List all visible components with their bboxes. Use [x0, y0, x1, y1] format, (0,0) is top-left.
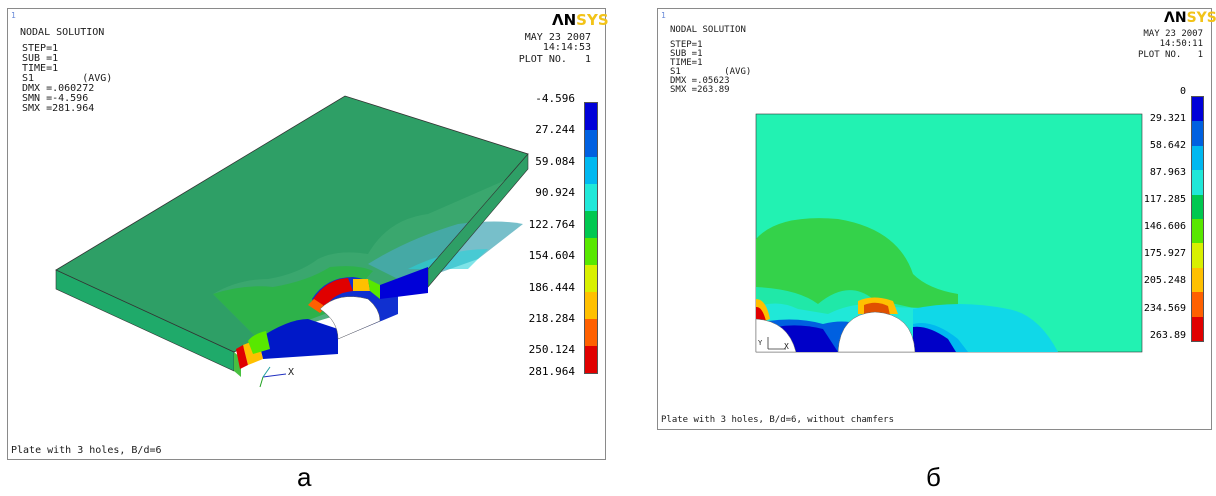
legend-color-segment — [585, 184, 597, 211]
legend-color-segment — [585, 211, 597, 238]
panel-a-axis-x: X — [288, 367, 295, 378]
legend-value: 234.569 — [1143, 303, 1186, 314]
caption-a: а — [297, 462, 312, 492]
legend-color-segment — [1192, 243, 1203, 268]
legend-value: 175.927 — [1143, 248, 1186, 259]
panel-a-index: 1 — [11, 11, 16, 20]
panel-a-param: SMX =281.964 — [22, 103, 95, 114]
panel-a-contour-plot — [55, 95, 529, 388]
ansys-logo: ΛNSYS — [552, 11, 609, 29]
panel-a-param: SMN =-4.596 — [22, 93, 89, 104]
legend-color-segment — [585, 292, 597, 319]
legend-color-segment — [585, 130, 597, 157]
legend-value: 59.084 — [535, 155, 575, 168]
legend-color-segment — [1192, 316, 1203, 341]
legend-value: 205.248 — [1143, 275, 1186, 286]
legend-value: 186.444 — [528, 281, 575, 294]
legend-color-segment — [1192, 218, 1203, 244]
legend-value: 0 — [1179, 86, 1186, 97]
panel-a-footer: Plate with 3 holes, B/d=6 — [11, 445, 162, 456]
legend-value: 281.964 — [528, 365, 575, 378]
legend-colorbar — [1191, 96, 1204, 342]
panel-b-index: 1 — [661, 11, 666, 20]
legend-value: 146.606 — [1143, 221, 1186, 232]
legend-color-segment — [585, 157, 597, 184]
panel-a-param: DMX =.060272 — [22, 83, 95, 94]
panel-a-param: TIME=1 — [22, 63, 59, 74]
legend-value: 90.924 — [535, 186, 575, 199]
panel-b-plot-no: PLOT NO. 1 — [1137, 50, 1203, 60]
panel-a-date: MAY 23 2007 — [524, 32, 591, 43]
legend-value: 117.285 — [1143, 194, 1186, 205]
legend-color-segment — [1192, 170, 1203, 195]
legend-colorbar — [584, 102, 598, 374]
legend-value: 58.642 — [1149, 140, 1186, 151]
panel-b: 1 NODAL SOLUTION STEP=1 SUB =1 TIME=1 S1… — [657, 8, 1216, 430]
legend-value: 29.321 — [1149, 113, 1186, 124]
legend-color-segment — [1192, 145, 1203, 171]
panel-b-param: S1 (AVG) — [670, 67, 752, 77]
panel-a-time: 14:14:53 — [542, 42, 591, 53]
legend-color-segment — [585, 319, 597, 346]
panel-b-date: MAY 23 2007 — [1143, 29, 1203, 39]
legend-value: 218.284 — [528, 312, 575, 325]
caption-b: б — [926, 462, 941, 492]
legend-color-segment — [1192, 194, 1203, 219]
legend-color-segment — [1192, 267, 1203, 293]
legend-color-segment — [585, 238, 597, 265]
panel-a-param: STEP=1 — [22, 43, 59, 54]
legend-value: 263.89 — [1149, 330, 1186, 341]
panel-b-axis-x: X — [784, 342, 789, 351]
legend-color-segment — [585, 346, 597, 373]
panel-b-param: DMX =.05623 — [670, 76, 730, 86]
panel-a-plot-no: PLOT NO. 1 — [518, 54, 591, 65]
legend-value: -4.596 — [535, 92, 575, 105]
legend-value: 122.764 — [528, 218, 575, 231]
legend-value: 27.244 — [535, 123, 575, 136]
panel-b-param: TIME=1 — [670, 58, 703, 68]
legend-color-segment — [1192, 121, 1203, 146]
panel-a-title: NODAL SOLUTION — [20, 27, 105, 38]
legend-color-segment — [1192, 97, 1203, 122]
legend-color-segment — [585, 265, 597, 292]
panel-a-param: S1 (AVG) — [22, 73, 113, 84]
panel-a-param: SUB =1 — [22, 53, 59, 64]
ansys-logo: ΛNSYS — [1164, 10, 1216, 26]
legend-value: 87.963 — [1149, 167, 1186, 178]
legend-color-segment — [1192, 292, 1203, 317]
legend-value: 250.124 — [528, 343, 575, 356]
panel-b-axis-y: Y — [758, 339, 763, 347]
panel-b-title: NODAL SOLUTION — [670, 25, 746, 35]
panel-b-param: SMX =263.89 — [670, 85, 730, 95]
panel-b-contour-plot — [755, 113, 1143, 353]
panel-b-param: SUB =1 — [670, 49, 703, 59]
panel-a: 1 NODAL SOLUTION STEP=1 SUB =1 TIME=1 S1… — [7, 8, 609, 460]
panel-b-param: STEP=1 — [670, 40, 703, 50]
legend-value: 154.604 — [528, 249, 575, 262]
panel-b-footer: Plate with 3 holes, B/d=6, without chamf… — [661, 415, 894, 425]
panel-b-time: 14:50:11 — [1159, 39, 1203, 49]
legend-color-segment — [585, 103, 597, 130]
